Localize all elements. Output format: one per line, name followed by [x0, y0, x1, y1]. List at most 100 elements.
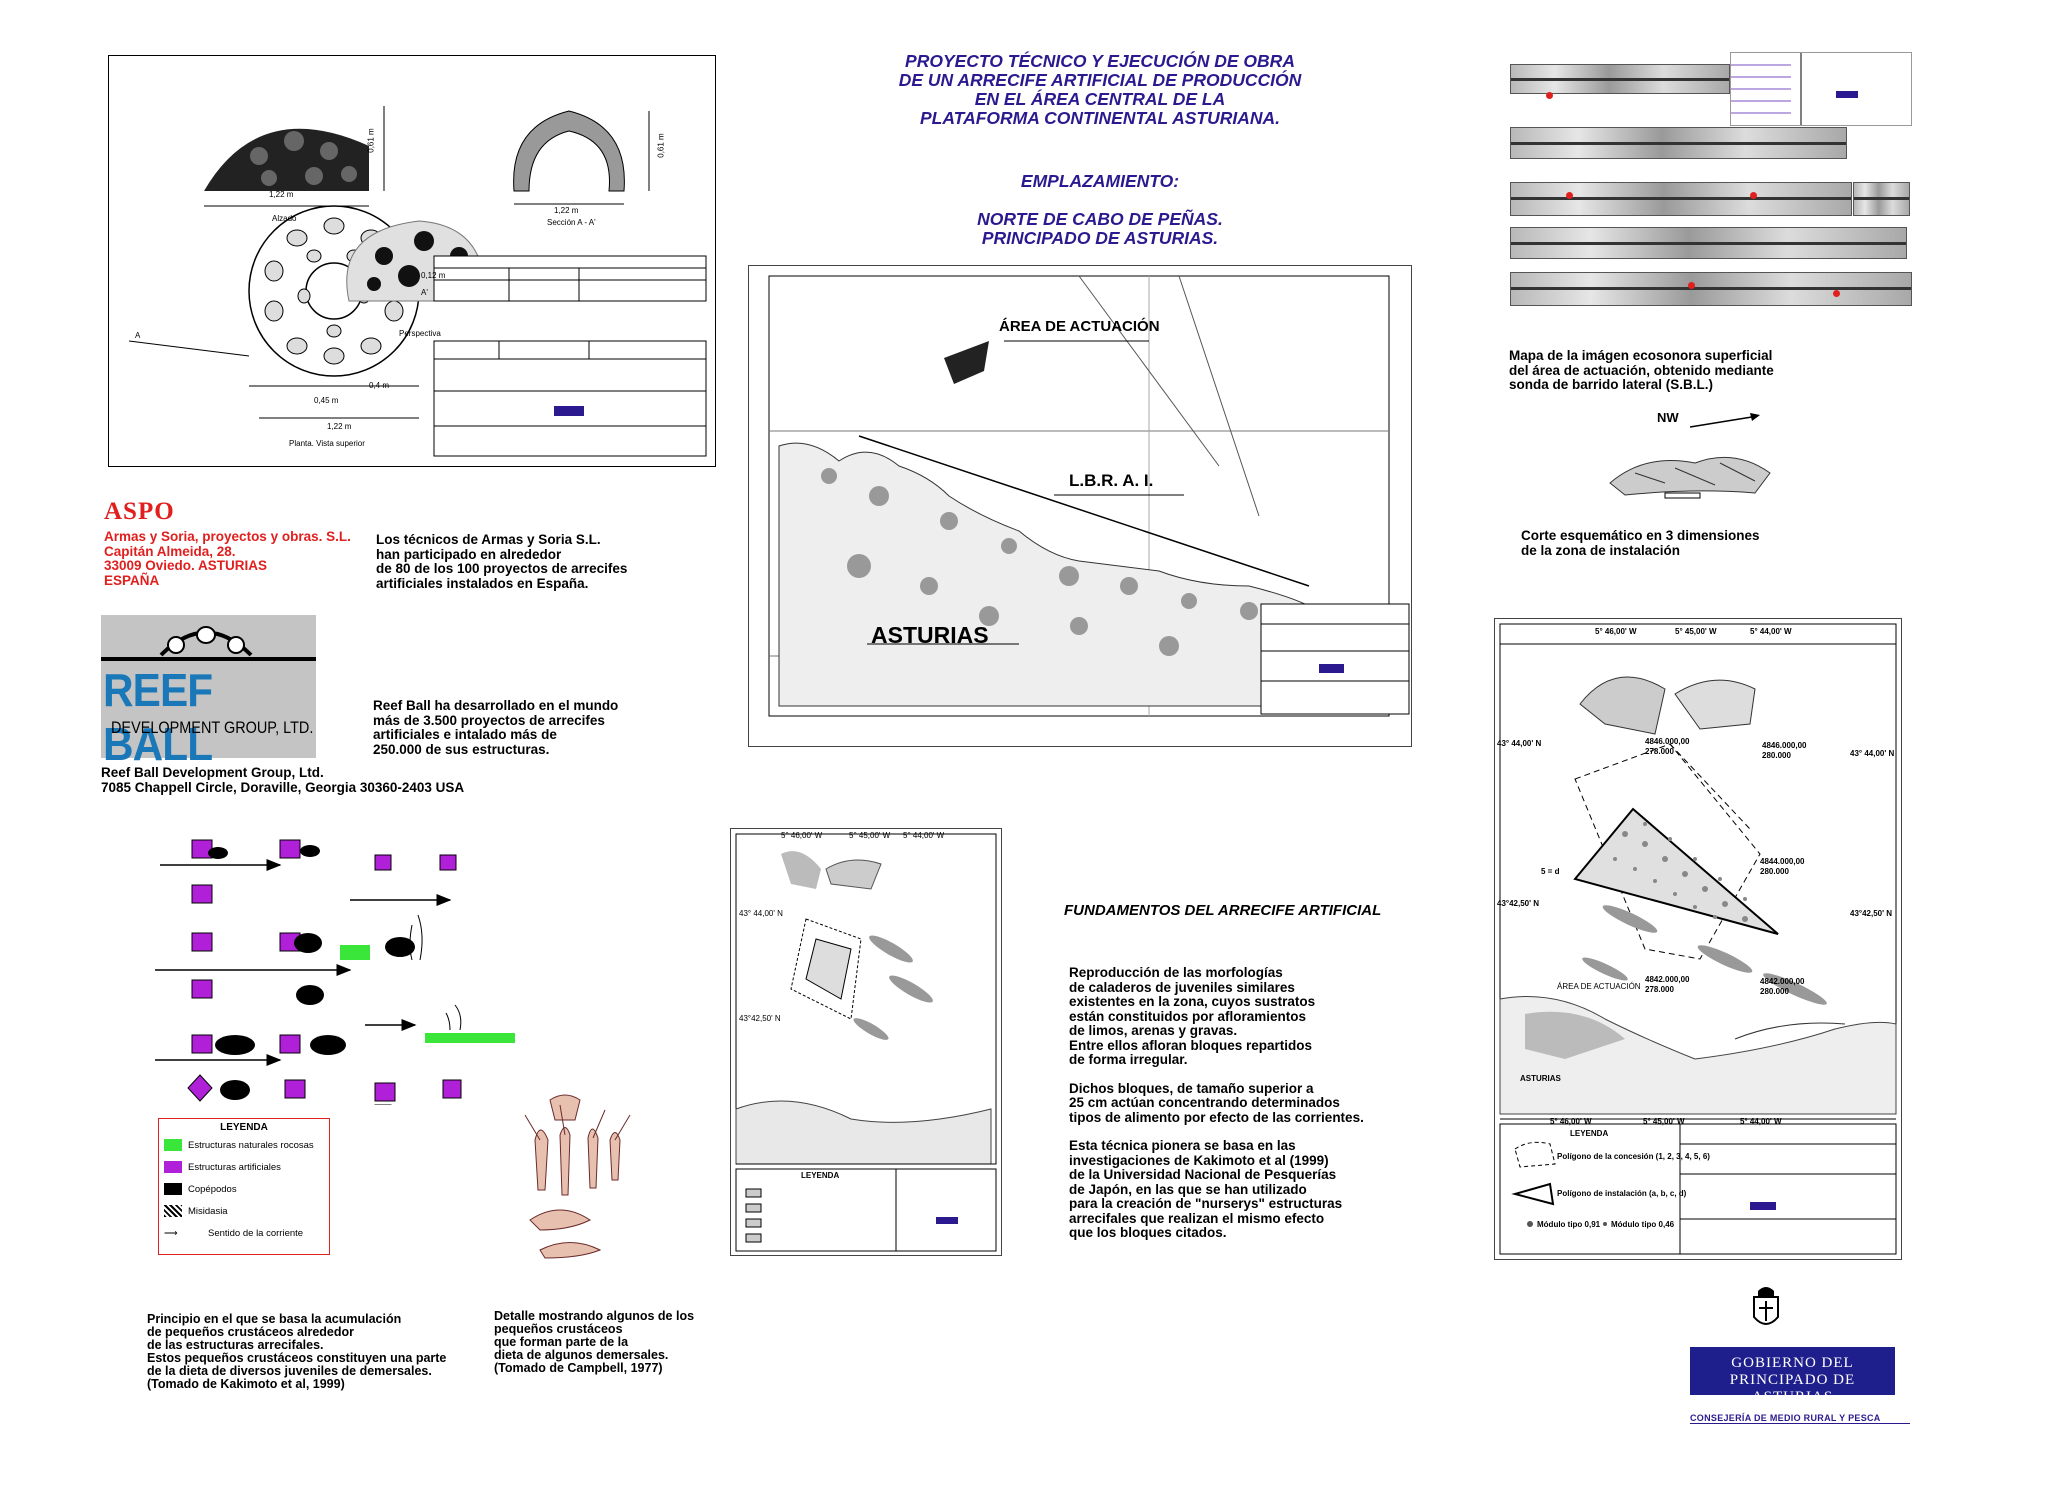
reef-ball-drawing: 1,22 m Alzado 0,61 m 1,22 m Sección A - …	[108, 55, 716, 467]
reef-ball-address-1: Reef Ball Development Group, Ltd.	[101, 765, 324, 780]
reef-ball-address-2: 7085 Chappell Circle, Doraville, Georgia…	[101, 779, 465, 795]
drawing-svg	[128, 106, 707, 457]
aspo-address-2: Capitán Almeida, 28.	[104, 543, 236, 559]
concession-map: 5° 46,00' W 5° 45,00' W 5° 44,00' W 43° …	[1494, 618, 1902, 1260]
legend-item-rocks: Estructuras naturales rocosas	[159, 1135, 329, 1157]
sonar-strip	[1510, 182, 1852, 216]
right-lon-bottom-1: 5° 46,00' W	[1550, 1117, 1592, 1126]
coord-2b: 280.000	[1762, 751, 1791, 760]
government-line-1: GOBIERNO DEL	[1731, 1355, 1854, 1371]
principle-caption-2: de pequeños crustáceos alrededor	[147, 1325, 355, 1339]
principle-caption-3: de las estructuras arrecifales.	[147, 1338, 324, 1352]
right-lon-bottom-2: 5° 45,00' W	[1643, 1117, 1685, 1126]
coord-4: 4842.000,00	[1645, 975, 1690, 984]
small-lat-1: 43° 44,00' N	[739, 909, 783, 918]
section-caption-2: de la zona de instalación	[1521, 542, 1681, 558]
detail-caption: Detalle mostrando algunos de los pequeño…	[494, 1310, 694, 1375]
fundamentos-p2: Dichos bloques, de tamaño superior a 25 …	[1069, 1080, 1364, 1125]
right-lon-2: 5° 45,00' W	[1675, 627, 1717, 636]
legend-item-mysids: Misidasia	[159, 1201, 329, 1223]
sonar-strip	[1510, 127, 1847, 159]
aspo-address-4: ESPAÑA	[104, 572, 160, 588]
coord-5b: 280.000	[1760, 987, 1789, 996]
sonar-mosaic	[1508, 52, 1912, 337]
asturias-label: ASTURIAS	[871, 622, 989, 648]
right-lon-3: 5° 44,00' W	[1750, 627, 1792, 636]
dim-width-planta: 1,22 m	[327, 422, 352, 431]
label-a-prime: A'	[421, 288, 428, 297]
small-lat-2: 43°42,50' N	[739, 1014, 781, 1023]
coord-3: 4844.000,00	[1760, 857, 1805, 866]
right-legend-3: Módulo tipo 0,91	[1537, 1220, 1601, 1229]
right-lon-1: 5° 46,00' W	[1595, 627, 1637, 636]
legend-title: LEYENDA	[220, 1122, 268, 1133]
project-title: PROYECTO TÉCNICO Y EJECUCIÓN DE OBRA DE …	[780, 52, 1420, 128]
coat-of-arms-icon	[1753, 1287, 1779, 1325]
detail-caption-3: que forman parte de la	[494, 1335, 629, 1349]
location-heading: EMPLAZAMIENTO:	[1020, 171, 1180, 191]
legend-item-artificial: Estructuras artificiales	[159, 1157, 329, 1179]
right-legend-title: LEYENDA	[1570, 1129, 1609, 1138]
title-line-2: DE UN ARRECIFE ARTIFICIAL DE PRODUCCIÓN	[898, 70, 1302, 90]
dim-width-alzado: 1,22 m	[269, 190, 294, 199]
aspo-text-1: Los técnicos de Armas y Soria S.L.	[376, 532, 601, 547]
aspo-logo: ASPO	[104, 498, 175, 525]
coord-5: 4842.000,00	[1760, 977, 1805, 986]
small-lon-3: 5° 44,00' W	[903, 831, 945, 840]
aspo-description: Los técnicos de Armas y Soria S.L. han p…	[376, 532, 627, 591]
sonar-strip	[1510, 227, 1907, 259]
reef-ball-address: Reef Ball Development Group, Ltd. 7085 C…	[101, 765, 465, 795]
reef-ball-dome-icon	[101, 626, 316, 661]
fundamentos-p3: Esta técnica pionera se basa en las inve…	[1069, 1138, 1343, 1240]
dim-04: 0,4 m	[369, 381, 390, 390]
aspo-address-1: Armas y Soria, proyectos y obras. S.L.	[104, 529, 351, 544]
title-line-1: PROYECTO TÉCNICO Y EJECUCIÓN DE OBRA	[905, 51, 1295, 71]
dim-height-alzado: 0,61 m	[366, 128, 376, 153]
right-lon-bottom-3: 5° 44,00' W	[1740, 1117, 1782, 1126]
label-planta: Planta. Vista superior	[289, 439, 365, 448]
reef-ball-description: Reef Ball ha desarrollado en el mundo má…	[373, 698, 619, 757]
fundamentos-heading: FUNDAMENTOS DEL ARRECIFE ARTIFICIAL	[1064, 902, 1382, 919]
small-lon-1: 5° 46,00' W	[781, 831, 823, 840]
title-line-4: PLATAFORMA CONTINENTAL ASTURIANA.	[919, 108, 1280, 128]
sonar-strip	[1853, 182, 1910, 216]
seabed-3d-section	[1609, 456, 1771, 499]
point-5-label: 5 = d	[1541, 867, 1560, 876]
small-bathymetric-map: 5° 46,00' W 5° 45,00' W 5° 44,00' W 43° …	[730, 828, 1002, 1256]
principle-caption-4: Estos pequeños crustáceos constituyen un…	[147, 1351, 447, 1365]
label-perspectiva: Perspectiva	[399, 329, 441, 338]
principle-caption-6: (Tomado de Kakimoto et al, 1999)	[147, 1377, 345, 1391]
aspo-address-3: 33009 Oviedo. ASTURIAS	[104, 558, 268, 573]
sonar-title-block	[1730, 52, 1912, 126]
right-area-label: ÁREA DE ACTUACIÓN	[1557, 982, 1641, 991]
right-legend-2: Polígono de instalación (a, b, c, d)	[1557, 1189, 1687, 1198]
coord-4b: 278.000	[1645, 985, 1674, 994]
reef-ball-logo-title: REEF BALL	[103, 664, 213, 770]
government-logo: GOBIERNO DEL PRINCIPADO DE ASTURIAS	[1690, 1347, 1895, 1405]
aspo-text-2: han participado en alrededor	[376, 546, 562, 562]
detail-caption-4: dieta de algunos demersales.	[494, 1348, 669, 1362]
right-lat-left-2: 43°42,50' N	[1497, 899, 1540, 908]
government-line-2: PRINCIPADO DE ASTURIAS	[1729, 1372, 1856, 1405]
right-asturias-label: ASTURIAS	[1520, 1074, 1561, 1083]
reef-ball-text-1: Reef Ball ha desarrollado en el mundo	[373, 698, 619, 713]
reef-ball-logo: REEF BALL DEVELOPMENT GROUP, LTD.	[101, 615, 316, 770]
fundamentos-body: Reproducción de las morfologías de calad…	[1069, 965, 1364, 1241]
small-legend-title: LEYENDA	[801, 1171, 840, 1180]
location-line-2: PRINCIPADO DE ASTURIAS.	[981, 228, 1219, 248]
label-alzado: Alzado	[272, 214, 297, 223]
dim-height-seccion: 0,61 m	[656, 133, 666, 158]
sonar-caption-1: Mapa de la imágen ecosonora superficial	[1509, 348, 1773, 363]
label-a: A	[135, 331, 141, 340]
location-block: EMPLAZAMIENTO: NORTE DE CABO DE PEÑAS. P…	[880, 172, 1320, 248]
aspo-text-4: artificiales instalados en España.	[376, 575, 589, 591]
sonar-caption: Mapa de la imágen ecosonora superficial …	[1509, 348, 1774, 393]
detail-caption-1: Detalle mostrando algunos de los	[494, 1309, 695, 1323]
coord-3b: 280.000	[1760, 867, 1789, 876]
right-lat-right-2: 43°42,50' N	[1850, 909, 1893, 918]
legend-box: LEYENDA Estructuras naturales rocosas Es…	[158, 1118, 330, 1255]
current-arrow-icon: ⟶	[164, 1228, 178, 1239]
section-caption: Corte esquemático en 3 dimensiones de la…	[1521, 528, 1760, 558]
reef-ball-text-3: artificiales e intalado más de	[373, 727, 557, 742]
principle-caption-5: de la dieta de diversos juveniles de dem…	[147, 1364, 432, 1378]
